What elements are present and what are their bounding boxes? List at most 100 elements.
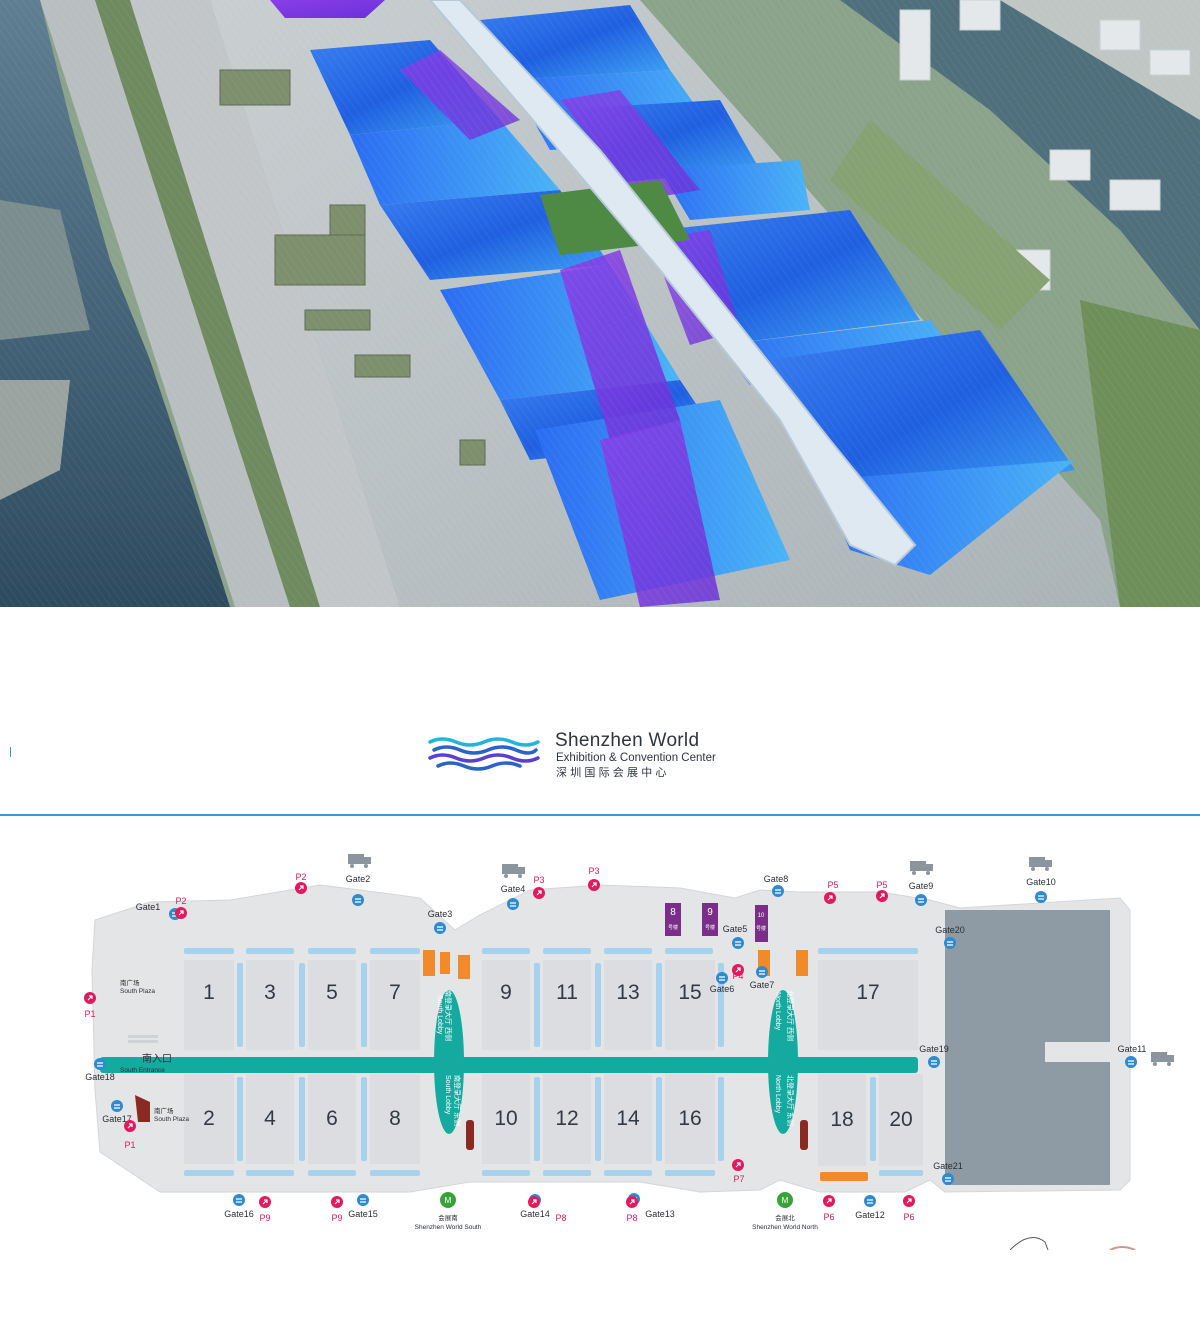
parking-p1[interactable]: P1 (84, 992, 96, 1019)
gate-2[interactable]: Gate2 (346, 874, 371, 906)
gate-5[interactable]: Gate5 (723, 924, 748, 949)
parking-p6[interactable]: P6 (823, 1195, 835, 1222)
hall-9[interactable]: 9 (482, 960, 530, 1050)
parking-p3[interactable]: P3 (533, 875, 545, 899)
truck-icon (1151, 1052, 1174, 1066)
walkway-stripe (665, 1170, 715, 1176)
parking-p6[interactable]: P6 (903, 1195, 915, 1222)
walkway-stripe (482, 1170, 530, 1176)
gate-8[interactable]: Gate8 (764, 874, 789, 897)
walkway-stripe (656, 963, 662, 1047)
gate-9[interactable]: Gate9 (909, 881, 934, 906)
gate-12[interactable]: Gate12 (855, 1195, 885, 1220)
hall-10[interactable]: 10 (482, 1074, 530, 1164)
parking-label: P9 (259, 1213, 270, 1223)
parking-label: P1 (84, 1009, 95, 1019)
parking-label: P5 (827, 880, 838, 890)
gate-16[interactable]: Gate16 (224, 1194, 254, 1219)
parking-p4[interactable]: P4 (732, 964, 744, 981)
hall-label: 7 (389, 981, 401, 1004)
parking-p8[interactable]: P8 (626, 1196, 638, 1223)
parking-p5[interactable]: P5 (824, 880, 839, 904)
gate-3[interactable]: Gate3 (428, 909, 453, 934)
hall-label: 4 (264, 1107, 276, 1130)
gate-arrow-icon (928, 1056, 940, 1068)
parking-p8[interactable]: P8 (528, 1196, 567, 1223)
gate-11[interactable]: Gate11 (1118, 1044, 1147, 1068)
parking-p2[interactable]: P2 (295, 872, 307, 894)
gate-15[interactable]: Gate15 (348, 1194, 378, 1219)
building-10-label: 号楼 (756, 925, 766, 932)
gate-20[interactable]: Gate20 (935, 925, 965, 949)
hall-7[interactable]: 7 (370, 960, 420, 1050)
parking-label: P6 (823, 1212, 834, 1222)
hall-14[interactable]: 14 (604, 1074, 652, 1164)
walkway-stripe (299, 963, 305, 1047)
truck-icon (1029, 857, 1052, 871)
hall-label: 1 (203, 981, 215, 1004)
parking-p7[interactable]: P7 (732, 1159, 745, 1184)
gate-label: Gate17 (102, 1114, 132, 1124)
hall-16[interactable]: 16 (665, 1074, 715, 1164)
orange-blocks (423, 950, 868, 1181)
building-8 (665, 903, 681, 936)
parking-label: P3 (533, 875, 544, 885)
walkway-stripe (818, 948, 918, 954)
north-lobby-east-en: North Lobby (774, 1075, 781, 1114)
hall-label: 14 (616, 1107, 640, 1130)
hall-3[interactable]: 3 (246, 960, 294, 1050)
hall-1[interactable]: 1 (184, 960, 234, 1050)
hall-12[interactable]: 12 (543, 1074, 591, 1164)
parking-p9[interactable]: P9 (331, 1196, 343, 1223)
hall-5[interactable]: 5 (308, 960, 356, 1050)
metro-south-en: Shenzhen World South (415, 1224, 482, 1231)
parking-p9[interactable]: P9 (259, 1196, 271, 1223)
walkway-stripe (595, 963, 601, 1047)
gate-arrow-icon (357, 1194, 369, 1206)
hall-15[interactable]: 15 (665, 960, 715, 1050)
hall-6[interactable]: 6 (308, 1074, 356, 1164)
gate-10[interactable]: Gate10 (1026, 877, 1056, 903)
gate-arrow-icon (915, 894, 927, 906)
parking-p5[interactable]: P5 (876, 880, 888, 902)
brand-logo-icon (428, 737, 540, 771)
gate-4[interactable]: Gate4 (501, 884, 526, 910)
aerial-view-image (0, 0, 1200, 607)
walkway-stripe (534, 963, 540, 1047)
gate-17[interactable]: Gate17 (102, 1100, 132, 1124)
hall-4[interactable]: 4 (246, 1074, 294, 1164)
walkway-stripe (246, 948, 294, 954)
gate-18[interactable]: Gate18 (85, 1058, 115, 1082)
parking-label: P2 (175, 896, 186, 906)
gate-6[interactable]: Gate6 (710, 972, 735, 994)
gate-7[interactable]: Gate7 (750, 966, 775, 990)
compass-decor-2 (1109, 1246, 1136, 1250)
south-plaza-bottom-cn: 南广场 (154, 1106, 174, 1115)
hall-18[interactable]: 18 (818, 1074, 866, 1166)
building-9-label: 号楼 (705, 924, 715, 931)
parking-p3[interactable]: P3 (588, 866, 600, 891)
parking-label: P5 (876, 880, 887, 890)
gate-19[interactable]: Gate19 (919, 1044, 949, 1068)
parking-p1[interactable]: P1 (124, 1120, 136, 1150)
gate-label: Gate3 (428, 909, 453, 919)
walkway-stripe (308, 948, 356, 954)
gate-arrow-icon (732, 937, 744, 949)
metro-south: M 会展南 Shenzhen World South (415, 1192, 482, 1231)
parking-label: P4 (732, 971, 743, 981)
gate-21[interactable]: Gate21 (933, 1161, 963, 1185)
walkway-stripe (665, 948, 713, 954)
brand-name: Shenzhen World (555, 730, 700, 751)
hall-8[interactable]: 8 (370, 1074, 420, 1164)
gate-label: Gate11 (1118, 1044, 1147, 1054)
hall-2[interactable]: 2 (184, 1074, 234, 1164)
walkway-stripe (299, 1077, 305, 1161)
parking-p2[interactable]: P2 (175, 896, 187, 919)
hall-11[interactable]: 11 (543, 960, 591, 1050)
hall-17[interactable]: 17 (818, 960, 918, 1050)
walkway-stripe (879, 1170, 923, 1176)
hall-20[interactable]: 20 (879, 1074, 923, 1166)
hall-13[interactable]: 13 (604, 960, 652, 1050)
gate-arrow-icon (233, 1194, 245, 1206)
